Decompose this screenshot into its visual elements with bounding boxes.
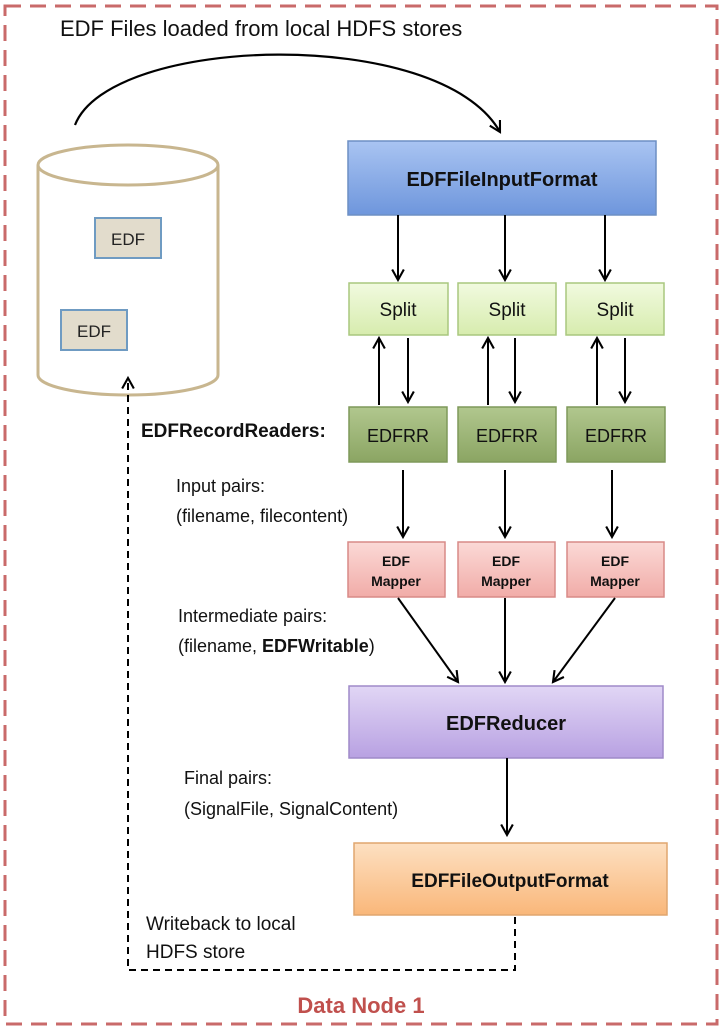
- mapper-label-line1: EDF: [601, 553, 629, 569]
- record-readers-label: EDFRecordReaders:: [141, 421, 326, 442]
- edf-file-output-format-label: EDFFileOutputFormat: [411, 871, 609, 892]
- edf-file-label: EDF: [111, 230, 145, 249]
- intermediate-pairs-heading: Intermediate pairs:: [178, 606, 327, 626]
- mapper-label-line1: EDF: [492, 553, 520, 569]
- edf-file-output-format-box: EDFFileOutputFormat: [353, 842, 668, 916]
- split-label: Split: [597, 300, 635, 321]
- record-reader-label: EDFRR: [367, 426, 429, 446]
- hdfs-store-cylinder: [36, 143, 220, 397]
- writeback-label-line1: Writeback to local: [146, 914, 296, 935]
- edf-mapper-box: EDF Mapper: [347, 541, 446, 598]
- arrow-mapper-to-reducer: [551, 597, 616, 684]
- edf-mapper-box: EDF Mapper: [566, 541, 665, 598]
- record-reader-box: EDFRR: [566, 406, 666, 463]
- record-reader-label: EDFRR: [585, 426, 647, 446]
- final-pairs-value: (SignalFile, SignalContent): [184, 799, 398, 819]
- split-label: Split: [380, 300, 418, 321]
- record-reader-box: EDFRR: [457, 406, 557, 463]
- mapper-label-line2: Mapper: [371, 573, 421, 589]
- split-label: Split: [489, 300, 527, 321]
- top-caption: EDF Files loaded from local HDFS stores: [60, 16, 462, 41]
- input-pairs-value: (filename, filecontent): [176, 506, 348, 526]
- mapper-label-line2: Mapper: [481, 573, 531, 589]
- writeback-label-line2: HDFS store: [146, 942, 245, 963]
- intermediate-pairs-value: (filename, EDFWritable): [178, 636, 375, 656]
- arrow-mapper-to-reducer: [397, 597, 460, 684]
- edf-file-input-format-label: EDFFileInputFormat: [406, 169, 597, 191]
- load-arrow: [73, 53, 502, 134]
- edf-file-label: EDF: [77, 322, 111, 341]
- data-node-label: Data Node 1: [297, 993, 424, 1018]
- intermediate-pairs-type: EDFWritable: [262, 636, 369, 656]
- split-box: Split: [348, 282, 449, 336]
- edf-file: EDF: [94, 217, 162, 259]
- edf-reducer-label: EDFReducer: [446, 713, 566, 735]
- split-box: Split: [457, 282, 557, 336]
- data-node-frame: [3, 4, 719, 1026]
- edf-reducer-box: EDFReducer: [348, 685, 664, 759]
- mapper-label-line1: EDF: [382, 553, 410, 569]
- mapper-label-line2: Mapper: [590, 573, 640, 589]
- edf-file: EDF: [60, 309, 128, 351]
- edf-file-input-format-box: EDFFileInputFormat: [347, 140, 657, 216]
- edf-mapper-box: EDF Mapper: [457, 541, 556, 598]
- final-pairs-heading: Final pairs:: [184, 768, 272, 788]
- record-reader-label: EDFRR: [476, 426, 538, 446]
- input-pairs-heading: Input pairs:: [176, 476, 265, 496]
- record-reader-box: EDFRR: [348, 406, 448, 463]
- intermediate-pairs-prefix: (filename,: [178, 636, 262, 656]
- intermediate-pairs-suffix: ): [369, 636, 375, 656]
- writeback-arrow: [121, 375, 516, 971]
- split-box: Split: [565, 282, 665, 336]
